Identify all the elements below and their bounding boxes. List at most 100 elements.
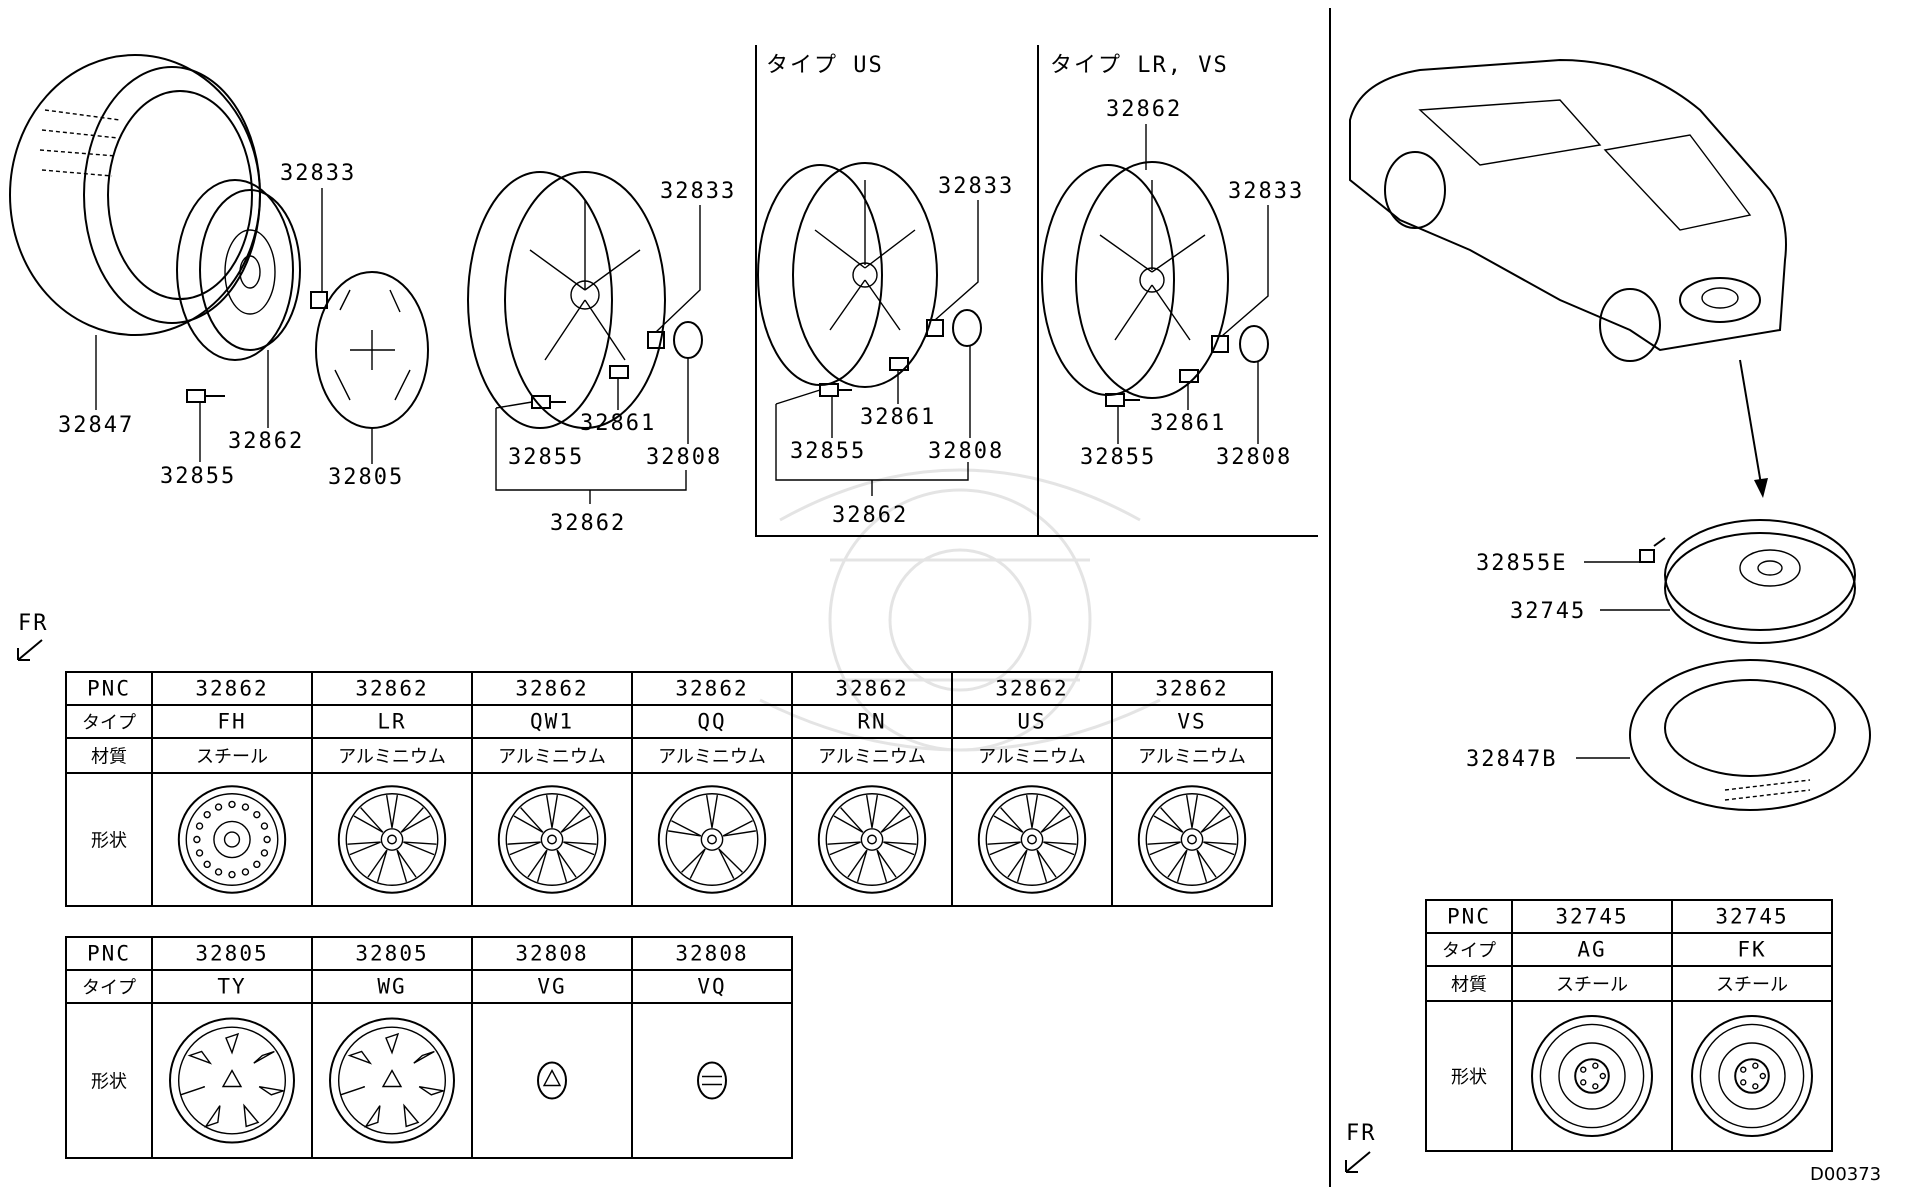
alloy-wheel-qw1-icon: [497, 785, 607, 894]
cell-pnc: 32808: [515, 942, 588, 966]
cell-type: AG: [1577, 938, 1606, 962]
center-cap-icon: [673, 321, 703, 359]
callout-weight: 32861: [860, 405, 936, 430]
valve-stem-icon: [186, 389, 225, 403]
cell-type: WG: [377, 975, 406, 999]
cell-type: QQ: [697, 710, 726, 734]
type-lr-vs-header: タイプ LR, VS: [1050, 53, 1229, 78]
location-arrow: [1739, 359, 1763, 491]
callout-wheel: 32745: [1510, 599, 1586, 624]
mitsubishi-parts-watermark-icon: [759, 468, 1161, 752]
callout-cap: 32808: [928, 439, 1004, 464]
alloy-wheel-assembly: 32833 32861 32855 32808 32862: [467, 171, 736, 536]
callout-cap: 32805: [328, 465, 404, 490]
vehicle-icon: [1349, 58, 1787, 362]
wheel-cover-wg-icon: [329, 1017, 455, 1144]
steel-wheel-assembly: 32847 32833 32862 32855 32805: [9, 54, 429, 490]
type-us-header: タイプ US: [766, 53, 884, 78]
cell-pnc: 32745: [1555, 905, 1628, 929]
row-label-pnc: PNC: [1447, 905, 1491, 929]
valve-stem-icon: [1639, 537, 1666, 563]
callout-tire: 32847: [58, 413, 134, 438]
callout-valve: 32855: [508, 445, 584, 470]
cell-material: アルミニウム: [978, 747, 1086, 768]
cell-type: US: [1017, 710, 1046, 734]
steel-wheel-icon: [177, 785, 287, 894]
cell-pnc: 32862: [835, 677, 908, 701]
row-label-pnc: PNC: [87, 942, 131, 966]
cell-material: アルミニウム: [338, 747, 446, 768]
alloy-wheel-us-icon: [977, 785, 1087, 894]
cell-material: アルミニウム: [498, 747, 606, 768]
row-label-type: タイプ: [82, 978, 136, 999]
callout-wheel: 32862: [550, 511, 626, 536]
cell-pnc: 32862: [995, 677, 1068, 701]
type-lr-vs-assembly: タイプ LR, VS 32862 32833 32861 32855 32808: [1037, 45, 1318, 537]
fr-label: FR: [18, 611, 49, 636]
center-cap-vq-icon: [697, 1061, 727, 1100]
center-cap-icon: [1239, 325, 1269, 363]
alloy-wheel-lr-vs-icon: [1041, 161, 1229, 399]
cell-type: LR: [377, 710, 406, 734]
row-label-shape: 形状: [91, 1072, 127, 1093]
spare-tire-icon: [1629, 659, 1871, 811]
callout-cap: 32808: [646, 445, 722, 470]
callout-wheel: 32862: [228, 429, 304, 454]
row-label-material: 材質: [1451, 975, 1487, 996]
cell-material: アルミニウム: [818, 747, 926, 768]
cell-type: VQ: [697, 975, 726, 999]
alloy-wheel-rn-icon: [817, 785, 927, 894]
cell-type: VS: [1177, 710, 1206, 734]
cell-material: スチール: [1716, 975, 1788, 996]
row-label-type: タイプ: [82, 713, 136, 734]
callout-nut: 32833: [660, 179, 736, 204]
cell-type: FK: [1737, 938, 1766, 962]
spare-wheel-fk-icon: [1691, 1015, 1813, 1137]
cell-pnc: 32805: [355, 942, 428, 966]
cell-type: RN: [857, 710, 886, 734]
callout-wheel-top: 32862: [1106, 97, 1182, 122]
spare-wheel-icon: [1664, 519, 1856, 644]
center-cap-vg-icon: [537, 1061, 567, 1100]
front-direction-arrow-2: FR: [1345, 1121, 1377, 1173]
callout-weight: 32861: [580, 411, 656, 436]
row-label-shape: 形状: [91, 831, 127, 852]
lug-nut-icon: [310, 291, 328, 309]
steel-wheel-icon: [176, 179, 301, 361]
callout-wheel: 32862: [832, 503, 908, 528]
row-label-material: 材質: [91, 747, 127, 768]
alloy-wheel-lr-icon: [337, 785, 447, 894]
cell-material: アルミニウム: [1138, 747, 1246, 768]
callout-nut: 32833: [938, 174, 1014, 199]
fr-label-2: FR: [1346, 1121, 1377, 1146]
callout-cap: 32808: [1216, 445, 1292, 470]
callout-tire: 32847B: [1466, 747, 1557, 772]
row-label-type: タイプ: [1442, 941, 1496, 962]
tire-icon: [9, 54, 261, 336]
cell-type: TY: [217, 975, 246, 999]
row-label-shape: 形状: [1451, 1067, 1487, 1088]
cell-pnc: 32862: [1155, 677, 1228, 701]
cell-material: スチール: [1556, 975, 1628, 996]
alloy-wheel-us-icon: [757, 162, 938, 388]
cell-type: VG: [537, 975, 566, 999]
cell-pnc: 32745: [1715, 905, 1788, 929]
callout-weight: 32861: [1150, 411, 1226, 436]
type-us-assembly: タイプ US 32833 32861 32855 32808 32862: [755, 45, 1039, 537]
cell-pnc: 32862: [355, 677, 428, 701]
front-direction-arrow: FR: [17, 611, 49, 661]
callout-valve: 32855E: [1476, 551, 1567, 576]
wheel-cover-ty-icon: [169, 1017, 295, 1144]
cell-material: スチール: [196, 747, 268, 768]
cell-pnc: 32805: [195, 942, 268, 966]
spare-wheel-assembly: 32855E 32745 32847B: [1466, 519, 1871, 811]
callout-nut: 32833: [1228, 179, 1304, 204]
lug-nut-icon: [1211, 335, 1229, 353]
alloy-wheel-icon: [467, 171, 666, 429]
cell-pnc: 32862: [515, 677, 588, 701]
